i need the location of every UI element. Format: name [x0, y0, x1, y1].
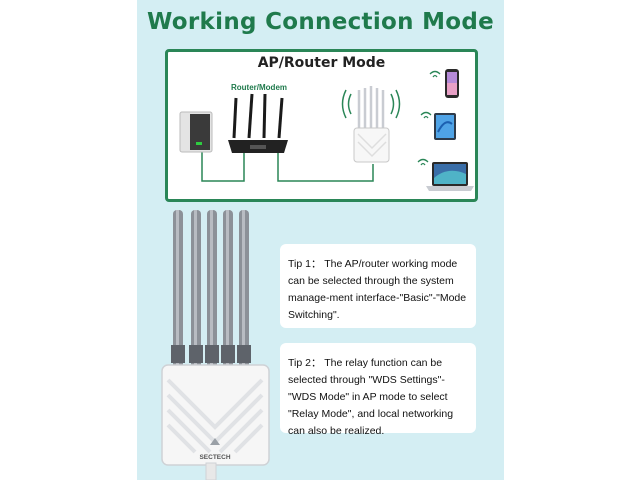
wifi-icon — [390, 89, 401, 119]
outdoor-ap-device: SECTECH — [161, 210, 270, 480]
cable-modem-router — [201, 144, 245, 182]
tablet-icon — [420, 111, 456, 140]
tip-2: Tip 2： The relay function can be selecte… — [280, 343, 476, 437]
tip-1: Tip 1： The AP/router working mode can be… — [280, 244, 476, 328]
device-brand: SECTECH — [199, 454, 230, 461]
cable-router-ap — [277, 152, 374, 182]
ap-device-icon — [341, 86, 401, 163]
wifi-icon — [341, 89, 352, 119]
ap-router-diagram: AP/Router Mode Router/Modem — [165, 49, 478, 202]
tip-1-label: Tip 1： — [288, 258, 322, 270]
router-label: Router/Modem — [231, 83, 287, 92]
antenna-icon — [171, 210, 251, 370]
diagram-graphics — [179, 69, 474, 191]
laptop-icon — [417, 158, 474, 191]
modem-icon — [179, 111, 213, 153]
diagram-title: AP/Router Mode — [257, 55, 386, 71]
tip-1-text: The AP/router working mode can be select… — [288, 258, 467, 321]
phone-icon — [429, 69, 459, 98]
tip-2-label: Tip 2： — [288, 357, 322, 369]
page-title: Working Connection Mode — [146, 9, 495, 35]
router-icon — [228, 93, 288, 153]
tip-2-text: The relay function can be selected throu… — [288, 357, 454, 437]
